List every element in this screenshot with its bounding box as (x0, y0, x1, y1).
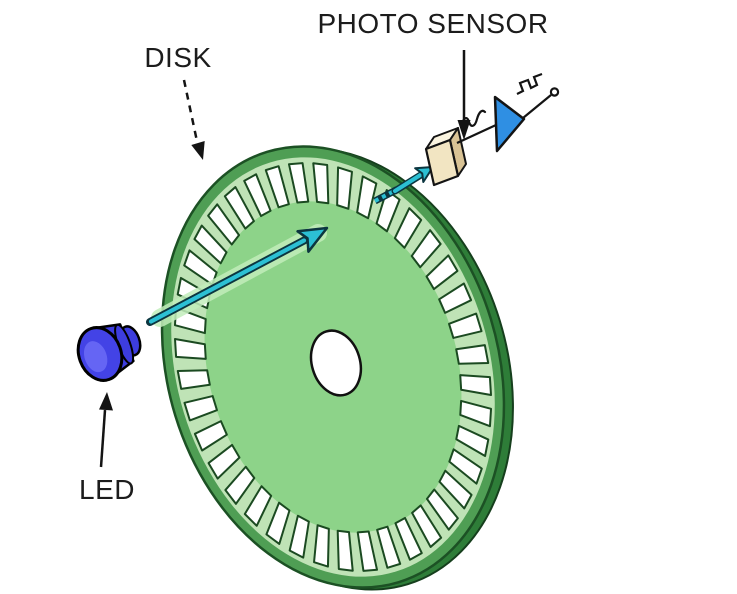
disk-slot (448, 312, 483, 339)
disk-slot (393, 207, 423, 249)
disk-callout: DISK (144, 42, 211, 160)
disk-slot (410, 229, 442, 269)
led-callout: LED (79, 392, 135, 505)
photo-sensor-label: PHOTO SENSOR (317, 8, 548, 39)
photo-sensor-pointer-arrowhead (457, 120, 471, 140)
disk-pointer-arrowhead (191, 141, 205, 160)
amplifier-circuit (456, 72, 560, 153)
disk-slot (312, 162, 330, 205)
disk-slot (438, 469, 473, 510)
sensor-to-amp-wire (456, 124, 497, 144)
disk-slot (356, 530, 379, 572)
disk-slot (264, 165, 290, 209)
disk-slot (336, 166, 353, 210)
beam-small-arrowhead (414, 166, 434, 183)
disk-slot (356, 175, 378, 220)
disk-slot (411, 504, 443, 548)
disk-slot (425, 254, 459, 291)
disk-slot (224, 465, 256, 505)
light-beam-shaft (148, 238, 307, 324)
disk-slot (288, 514, 310, 559)
disk-slot (455, 424, 490, 458)
disk-slot (375, 189, 401, 233)
disk-slot (174, 337, 207, 360)
disk-slot (243, 173, 272, 218)
amplifier-triangle-icon (493, 95, 526, 153)
disk-slot (265, 501, 291, 545)
photo-sensor-callout: PHOTO SENSOR (317, 8, 548, 140)
disk-slot (207, 203, 241, 246)
disk-slot (336, 529, 354, 572)
disk-slot (313, 524, 330, 568)
disk-slot (287, 162, 310, 204)
disk-slot (183, 249, 218, 286)
disk-slot (459, 399, 493, 428)
disk-slot (243, 485, 273, 527)
light-beam-arrowhead (296, 226, 329, 253)
disk-slot (448, 448, 483, 485)
disk-slot (438, 282, 473, 314)
disk-center-hole (309, 329, 363, 397)
disk-slot (207, 443, 241, 480)
disk-pointer-line (182, 79, 200, 147)
disk-slot (176, 369, 211, 390)
encoder-disk (160, 145, 506, 589)
led-highlight (83, 341, 108, 373)
disk-slot (193, 224, 228, 265)
disk-slot (455, 344, 490, 365)
beam-to-sensor-arrow-icon (373, 166, 434, 205)
output-terminal-icon (549, 87, 560, 97)
disk-slot (394, 516, 423, 561)
light-beam-arrow-icon (146, 226, 329, 326)
disk-slots (173, 162, 493, 572)
led-pointer-line (99, 409, 107, 468)
led-label: LED (79, 474, 135, 505)
disk-slot (183, 395, 218, 422)
square-wave-icon (516, 72, 543, 95)
disk-slot (425, 488, 459, 531)
disk-slot (193, 420, 228, 452)
led-pointer-arrowhead (99, 392, 113, 411)
disk-label: DISK (144, 42, 211, 73)
photo-sensor-cube-icon (424, 127, 467, 187)
amp-output-wire (522, 94, 552, 119)
sensor-front-face (424, 138, 460, 187)
disk-slot (223, 186, 255, 230)
led-bulb-icon (76, 323, 142, 382)
beam-small-shaft (393, 172, 424, 193)
disk-slot (459, 374, 492, 397)
disk-slot (376, 525, 402, 569)
